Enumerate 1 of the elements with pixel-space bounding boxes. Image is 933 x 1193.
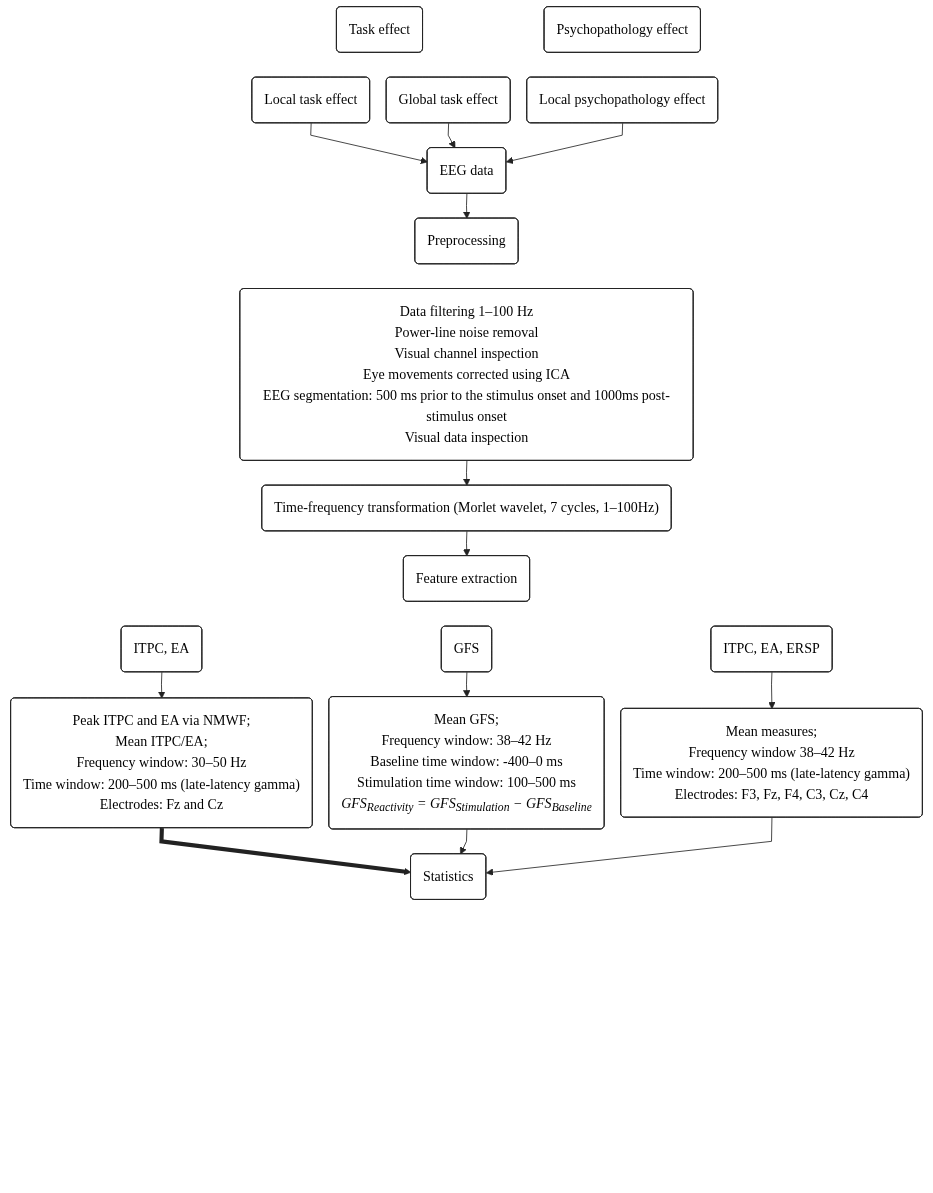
arrow	[159, 828, 412, 876]
